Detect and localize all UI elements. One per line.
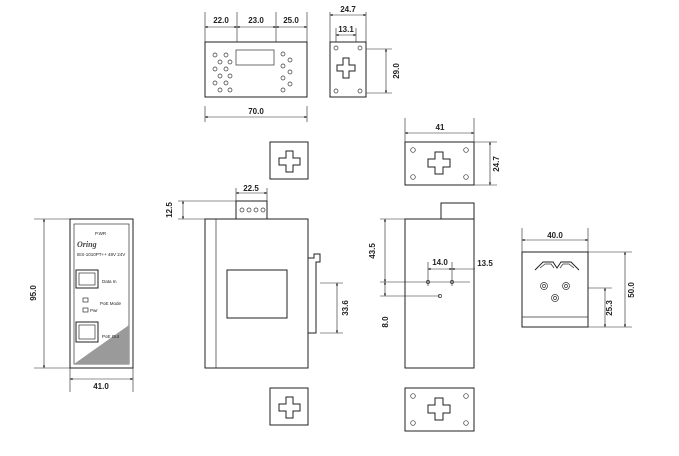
dim-conn-width: 22.5	[243, 184, 259, 193]
top-bracket-1	[269, 141, 309, 180]
side-view: 24.7 13.1 29.0	[329, 5, 401, 98]
brand-logo: Oring	[77, 240, 97, 249]
dim-bracket-height: 24.7	[492, 156, 501, 172]
side-label-area	[226, 269, 288, 319]
dim-rear-top: 43.5	[368, 243, 377, 259]
label-led: Pwr	[90, 308, 98, 313]
din-rail-body	[521, 251, 589, 328]
front-view: 95.0 P.WR Oring IES-1010PT++ 48V 24V Dat…	[29, 218, 134, 392]
side-view-body	[329, 41, 367, 98]
top-view: 22.0 23.0 25.0 70.0	[204, 12, 308, 122]
dim-top-w1: 22.0	[213, 16, 229, 25]
din-clip	[308, 253, 321, 334]
side-body	[204, 218, 309, 369]
bottom-bracket-1	[269, 387, 309, 426]
front-view-shading	[74, 325, 129, 364]
dim-rear-h2: 13.5	[477, 259, 493, 268]
rear-terminal	[440, 202, 475, 220]
top-view-vents	[212, 51, 293, 93]
din-rail-view: 40.0 50.0 25.3	[521, 228, 636, 328]
bottom-bracket-2	[404, 387, 475, 432]
rear-body	[404, 218, 475, 369]
dim-side-mount: 33.6	[341, 300, 350, 316]
dim-side-depth: 24.7	[340, 5, 356, 14]
dim-conn-height: 12.5	[165, 202, 174, 218]
top-bracket-2	[404, 141, 475, 186]
dim-side-inner: 13.1	[338, 25, 354, 34]
dim-bracket-width: 41	[436, 123, 445, 132]
dim-din-offset: 25.3	[605, 300, 614, 316]
dim-top-total: 70.0	[248, 107, 264, 116]
terminal-block	[235, 200, 268, 220]
top-view-window	[235, 49, 275, 66]
dim-rear-v: 8.0	[381, 316, 390, 328]
rj45-port-1	[75, 269, 99, 289]
label-port1: Data In	[102, 279, 117, 284]
label-port2: PoE Mode	[100, 301, 122, 306]
label-power: P.WR	[95, 231, 107, 236]
label-model: IES-1010PT++ 48V 24V	[77, 252, 125, 257]
dim-top-w3: 25.0	[283, 16, 299, 25]
front-view-body	[69, 218, 134, 369]
label-port3: PoE Out	[102, 334, 120, 339]
dim-top-w2: 23.0	[248, 16, 264, 25]
side-view-cross	[336, 57, 356, 79]
main-side-view: 22.5 12.5 33.6	[165, 141, 350, 426]
dim-din-height: 50.0	[627, 282, 636, 298]
rj45-port-2	[75, 321, 99, 343]
dim-front-width: 41.0	[93, 382, 109, 391]
dim-rear-h1: 14.0	[432, 258, 448, 267]
top-view-body	[204, 41, 308, 98]
rear-view: 41 24.7 43.5 8.0 14.0 13.5	[368, 118, 501, 432]
dim-side-height: 29.0	[392, 63, 401, 79]
dim-front-height: 95.0	[29, 285, 38, 301]
dim-din-width: 40.0	[547, 231, 563, 240]
